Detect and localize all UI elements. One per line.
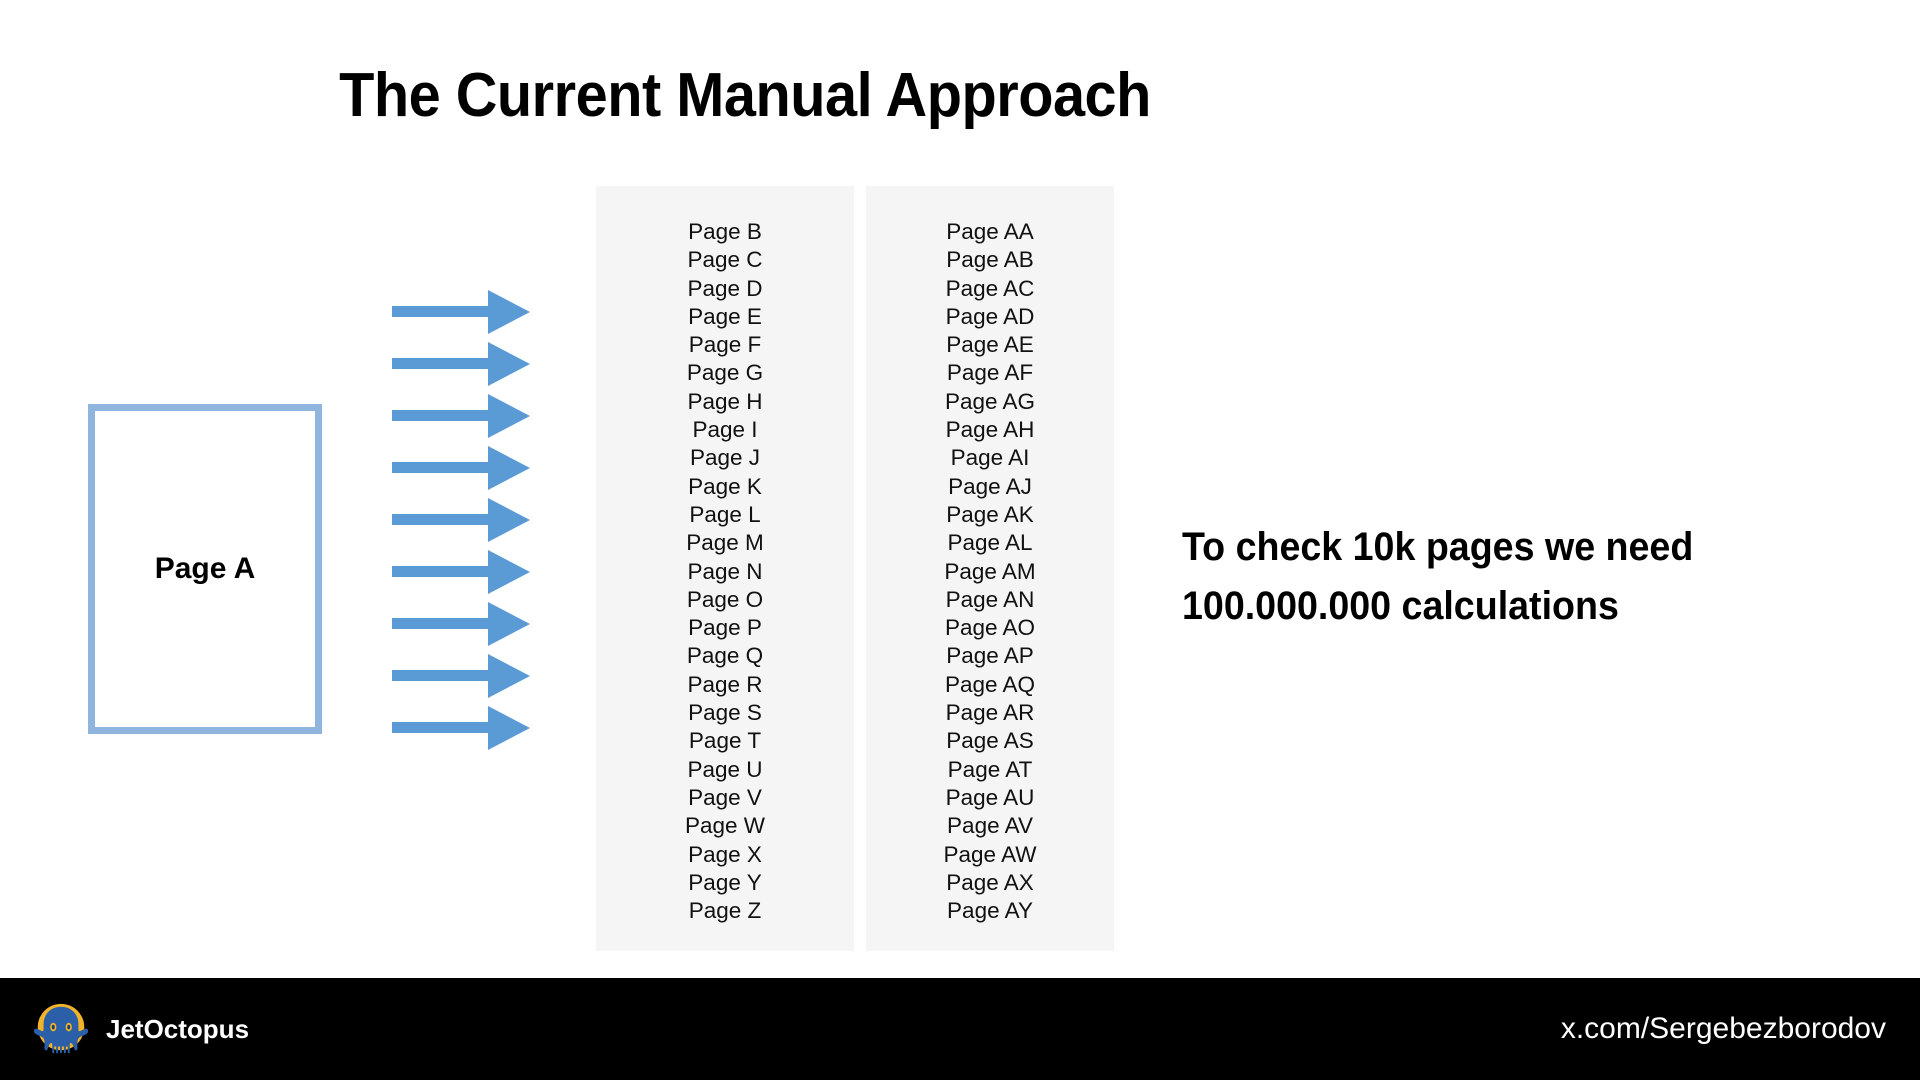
brand-name-label: JetOctopus [106,1013,250,1044]
list-item: Page AJ [948,473,1032,499]
list-item: Page O [686,586,764,612]
arrow-shaft [392,514,496,525]
arrow-shaft [392,670,496,681]
arrow-head [488,706,530,750]
callout-text: To check 10k pages we need 100.000.000 c… [1182,518,1882,636]
arrow-shaft [392,566,496,577]
arrow-head [488,342,530,386]
list-item: Page AT [947,756,1033,782]
list-item: Page J [689,445,761,471]
callout-line-1: To check 10k pages we need [1182,525,1694,569]
list-item: Page K [688,473,762,499]
list-item: Page AL [947,530,1033,556]
list-item: Page V [688,784,762,810]
callout-line-2: 100.000.000 calculations [1182,584,1619,628]
list-item: Page AI [950,445,1030,471]
arrow-right-icon [392,706,530,750]
arrow-right-icon [392,654,530,698]
list-item: Page I [692,417,758,443]
list-item: Page M [686,530,764,556]
list-item: Page AD [945,303,1035,329]
arrow-right-icon [392,446,530,490]
arrow-right-icon [392,550,530,594]
arrow-group [392,290,532,850]
footer-bar: JetOctopus x.com/Sergebezborodov [0,978,1920,1080]
arrow-right-icon [392,602,530,646]
octopus-logo-icon [30,998,92,1060]
arrow-shaft [392,618,496,629]
arrow-shaft [392,722,496,733]
list-item: Page B [688,219,762,244]
list-item: Page X [688,841,762,867]
list-item: Page AP [946,643,1034,669]
list-item: Page AM [944,558,1036,584]
list-item: Page AW [943,841,1037,867]
arrow-head [488,498,530,542]
list-item: Page AV [947,813,1033,839]
list-item: Page AY [947,898,1033,924]
list-item: Page S [688,700,762,726]
social-handle-label: x.com/Sergebezborodov [1560,1012,1886,1045]
page-title: The Current Manual Approach [339,61,1151,130]
arrow-head [488,602,530,646]
arrow-head [488,550,530,594]
list-item: Page P [688,615,762,641]
list-item: Page AU [945,784,1035,810]
list-item: Page D [687,275,763,301]
list-item: Page AE [946,332,1034,358]
list-item: Page AG [944,388,1036,414]
arrow-right-icon [392,394,530,438]
list-item: Page AC [945,275,1035,301]
list-item: Page AH [945,417,1035,443]
arrow-right-icon [392,290,530,334]
arrow-head [488,290,530,334]
list-item: Page E [688,303,762,329]
list-item: Page L [689,501,761,527]
list-item: Page AS [946,728,1034,754]
arrow-shaft [392,462,496,473]
list-item: Page T [688,728,762,754]
list-item: Page Q [686,643,764,669]
list-item: Page AB [946,247,1034,273]
arrow-head [488,446,530,490]
list-item: Page AX [946,869,1034,895]
list-item: Page AK [946,501,1034,527]
list-item: Page AA [946,219,1034,244]
arrow-right-icon [392,342,530,386]
list-item: Page H [687,388,763,414]
list-item: Page Y [688,869,762,895]
arrow-head [488,654,530,698]
source-page-label: Page A [154,552,256,585]
arrow-shaft [392,306,496,317]
list-item: Page Z [688,898,762,924]
list-item: Page AO [944,615,1036,641]
list-item: Page C [687,247,763,273]
list-item: Page AN [945,586,1035,612]
list-item: Page AR [945,700,1035,726]
list-item: Page N [687,558,763,584]
list-item: Page F [688,332,762,358]
arrow-shaft [392,410,496,421]
arrow-head [488,394,530,438]
list-item: Page U [687,756,763,782]
list-item: Page W [684,813,766,839]
list-item: Page AF [946,360,1034,386]
list-item: Page R [687,671,763,697]
arrow-right-icon [392,498,530,542]
source-page-card: Page A [88,404,322,734]
arrow-shaft [392,358,496,369]
brand-lockup: JetOctopus [30,998,249,1060]
list-item: Page AQ [944,671,1036,697]
list-item: Page G [686,360,764,386]
